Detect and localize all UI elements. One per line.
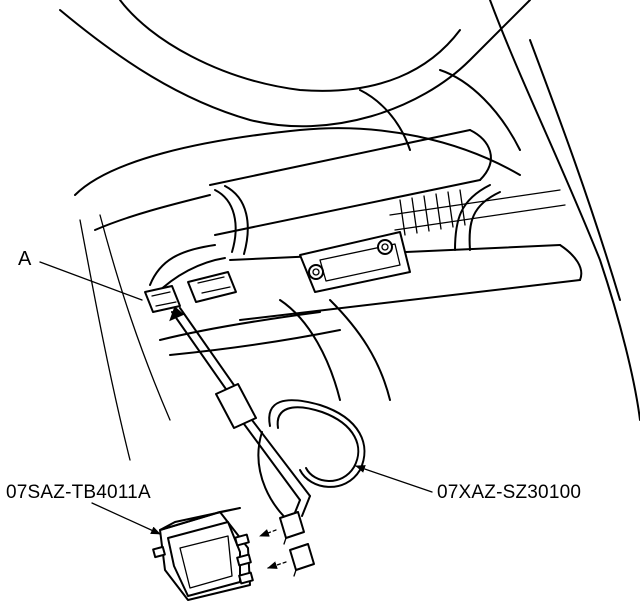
harness-leader-arrow (355, 465, 433, 493)
harness-part-number-label: 07XAZ-SZ30100 (437, 482, 582, 503)
plug-insertion-arrows (259, 529, 287, 569)
harness-plugs (279, 511, 315, 577)
tester-part-number-label: 07SAZ-TB4011A (6, 482, 151, 503)
connector-a-leader-line (39, 261, 143, 301)
connector-a-label: A (18, 248, 32, 270)
tester-box (152, 507, 254, 601)
test-harness-cable (169, 306, 366, 531)
dashboard-outline (59, 0, 640, 461)
vehicle-wiring (149, 185, 249, 303)
connector-a (144, 285, 181, 313)
steering-column (159, 129, 583, 401)
column-bracket (299, 231, 411, 293)
tester-leader-arrow (91, 502, 161, 535)
